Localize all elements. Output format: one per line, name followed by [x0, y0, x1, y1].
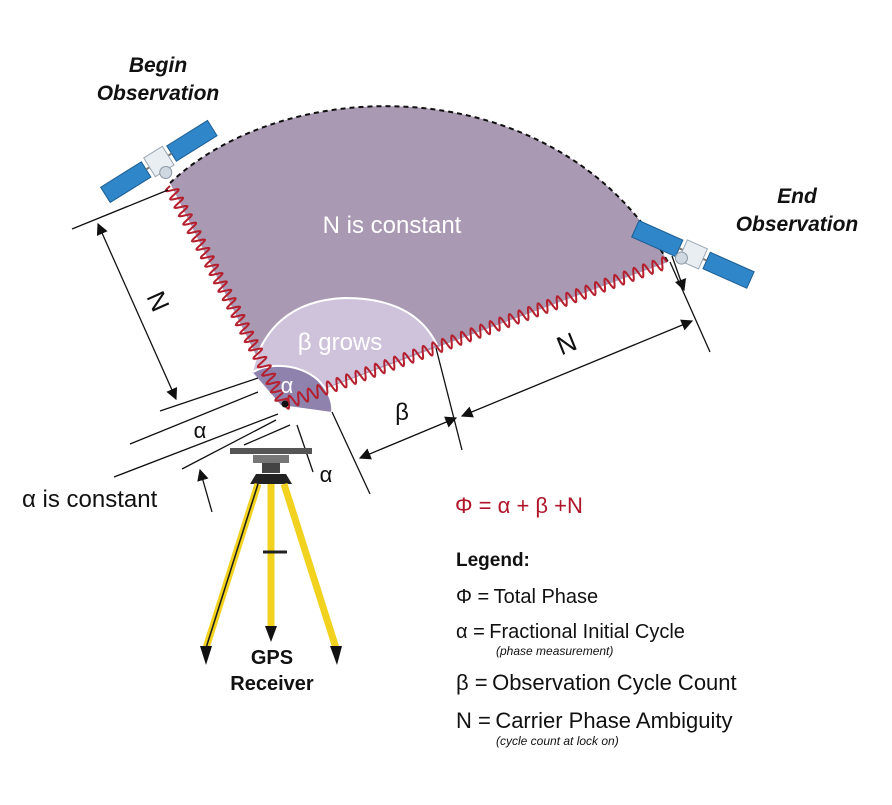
ambiguity-region	[170, 106, 668, 405]
alpha-dim-bottom: α	[320, 462, 333, 487]
legend-title: Legend:	[456, 550, 530, 571]
legend-symbol: Φ =	[456, 586, 490, 608]
legend-item: Φ = Total Phase	[456, 586, 876, 609]
n-right-label: N	[552, 326, 581, 361]
end-line2: Observation	[735, 213, 859, 236]
end-line1: End	[777, 185, 817, 208]
beta-grows-label: β grows	[298, 329, 383, 356]
observation-arc	[169, 105, 669, 263]
tripod-icon	[200, 448, 342, 665]
alpha-constant-label: α is constant	[22, 486, 158, 513]
begin-observation-label: Begin Observation	[88, 52, 228, 108]
legend-symbol: N =	[456, 708, 491, 733]
legend-text: Total Phase	[493, 586, 599, 608]
legend-item: α = Fractional Initial Cycle (phase meas…	[456, 621, 876, 658]
legend-symbol: β =	[456, 670, 488, 695]
gps-line1: GPS	[250, 647, 294, 669]
n-left-label: N	[141, 287, 176, 316]
receiver-point	[281, 400, 289, 408]
legend-symbol: α =	[456, 621, 485, 643]
phase-formula: Φ = α + β +N	[455, 493, 583, 518]
alpha-dim-left: α	[194, 418, 207, 443]
legend-item: β = Observation Cycle Count	[456, 670, 876, 696]
legend-note: (cycle count at lock on)	[496, 734, 619, 748]
legend-text: Carrier Phase Ambiguity	[495, 708, 733, 733]
satellite-icon	[99, 119, 218, 204]
gps-line2: Receiver	[230, 673, 314, 695]
n-constant-label: N is constant	[323, 212, 462, 239]
beta-arc	[251, 296, 438, 373]
legend: Legend: Φ = Total Phase α = Fractional I…	[456, 550, 876, 748]
begin-line1: Begin	[128, 54, 188, 77]
beta-dim-label: β	[395, 399, 409, 426]
legend-note: (phase measurement)	[496, 644, 614, 658]
alpha-region-label: α	[281, 373, 294, 398]
gps-receiver-label: GPS Receiver	[212, 645, 332, 697]
legend-item: N = Carrier Phase Ambiguity (cycle count…	[456, 708, 876, 748]
legend-text: Fractional Initial Cycle	[489, 621, 685, 643]
begin-line2: Observation	[96, 82, 220, 105]
signal-wave-begin	[164, 185, 290, 405]
end-observation-label: End Observation	[722, 183, 872, 239]
satellite-icon	[631, 219, 755, 289]
dimension-lines	[71, 189, 711, 513]
legend-text: Observation Cycle Count	[492, 670, 737, 695]
